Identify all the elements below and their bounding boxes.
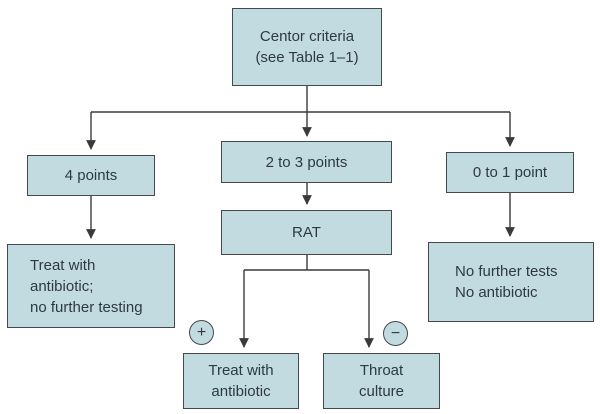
node-label-line: no further testing (30, 298, 143, 316)
node-label-line: Treat with (30, 256, 96, 274)
node-label-line: Treat with (208, 362, 274, 379)
plus-icon: + (196, 323, 207, 341)
node-label-line: 0 to 1 point (472, 164, 548, 181)
centor-criteria-node: Centor criteria (see Table 1–1) (232, 8, 382, 86)
node-label-line: 4 points (64, 167, 118, 184)
rat-node: RAT (221, 210, 392, 255)
node-label-line: antibiotic (211, 383, 271, 400)
node-label-line: RAT (292, 224, 321, 241)
four-points-node: 4 points (27, 155, 155, 196)
throat-culture-node: Throat culture (323, 353, 440, 409)
node-label-line: (see Table 1–1) (255, 49, 359, 66)
zero-to-one-point-node: 0 to 1 point (446, 152, 574, 193)
two-to-three-points-node: 2 to 3 points (221, 141, 392, 183)
minus-icon: − (390, 324, 401, 342)
treat-with-antibiotic-node: Treat with antibiotic (183, 353, 299, 409)
node-label-line: culture (358, 383, 405, 400)
node-label-line: Throat (359, 362, 404, 379)
node-label-line: No antibiotic (455, 284, 538, 301)
treat-antibiotic-no-testing-node: Treat with antibiotic; no further testin… (7, 244, 175, 328)
negative-result-badge: − (383, 321, 408, 346)
node-label-line: 2 to 3 points (265, 153, 348, 171)
positive-result-badge: + (189, 320, 214, 345)
node-label-line: No further tests (455, 263, 558, 280)
node-label-line: Centor criteria (259, 28, 355, 45)
no-further-tests-node: No further tests No antibiotic (428, 242, 594, 322)
node-label-line: antibiotic; (30, 277, 94, 295)
